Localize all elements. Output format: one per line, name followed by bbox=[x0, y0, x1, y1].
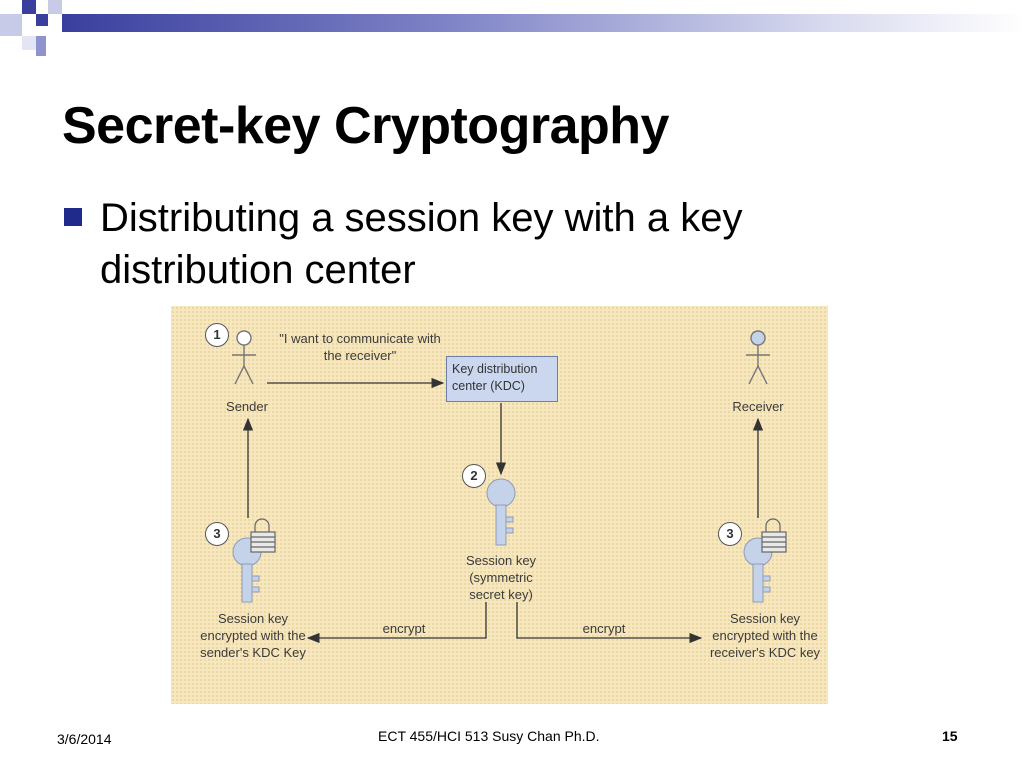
receiver-padlock-icon bbox=[761, 518, 787, 553]
slide-title: Secret-key Cryptography bbox=[62, 97, 669, 155]
header-gradient-bar bbox=[62, 14, 1024, 32]
bullet-square-icon bbox=[64, 208, 82, 226]
kdc-diagram: 1 2 3 3 "I want to communicate with the … bbox=[171, 306, 828, 704]
receiver-person-icon bbox=[746, 330, 770, 385]
diagram-graphics bbox=[232, 330, 787, 644]
step-badge-3-sender: 3 bbox=[205, 522, 229, 546]
arrow-encrypt-left bbox=[306, 602, 487, 644]
step-badge-3-receiver: 3 bbox=[718, 522, 742, 546]
encrypt-right-label: encrypt bbox=[582, 621, 626, 636]
bullet-text: Distributing a session key with a key di… bbox=[100, 196, 743, 292]
step-badge-2: 2 bbox=[462, 464, 486, 488]
session-key-label: Session key (symmetric secret key) bbox=[465, 553, 537, 602]
footer-date: 3/6/2014 bbox=[57, 731, 112, 747]
sender-padlock-icon bbox=[250, 518, 276, 553]
kdc-box: Key distribution center (KDC) bbox=[446, 356, 558, 402]
session-key-icon bbox=[486, 478, 516, 546]
sender-key-label: Session key encrypted with the sender's … bbox=[200, 611, 306, 660]
arrow-encrypt-right bbox=[516, 602, 703, 644]
message-label: "I want to communicate with the receiver… bbox=[279, 331, 441, 363]
sender-person-icon bbox=[232, 330, 256, 385]
footer-page-number: 15 bbox=[942, 728, 958, 744]
receiver-key-label: Session key encrypted with the receiver'… bbox=[709, 611, 821, 660]
receiver-label: Receiver bbox=[732, 399, 784, 414]
footer-course: ECT 455/HCI 513 Susy Chan Ph.D. bbox=[378, 728, 600, 744]
encrypt-left-label: encrypt bbox=[382, 621, 426, 636]
step-badge-1: 1 bbox=[205, 323, 229, 347]
decorative-squares bbox=[0, 0, 80, 60]
sender-label: Sender bbox=[226, 399, 268, 414]
